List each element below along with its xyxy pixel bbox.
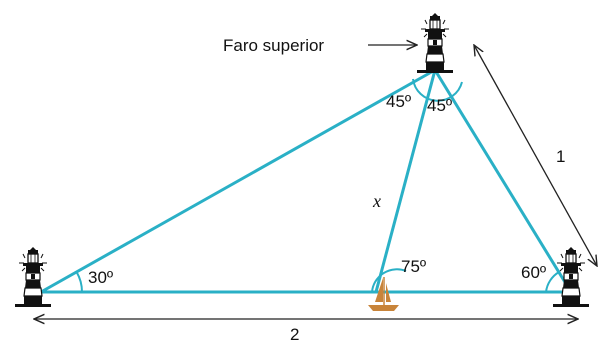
angle-arc-left xyxy=(75,271,83,293)
lighthouse-icon xyxy=(552,246,590,308)
distance-arrow-right xyxy=(474,45,597,266)
angle-label-top-right: 45º xyxy=(427,96,452,115)
angle-label-right: 60º xyxy=(521,263,546,282)
angle-arc-right xyxy=(545,271,560,293)
lighthouse-icon xyxy=(416,12,454,74)
angle-arc-top xyxy=(412,78,463,102)
triangle xyxy=(40,68,573,294)
segment-x-label: x xyxy=(372,191,381,211)
angle-arc-boat xyxy=(371,268,407,293)
distance-label-base: 2 xyxy=(290,325,299,344)
lighthouse-icon xyxy=(14,246,52,308)
distance-label-right: 1 xyxy=(556,147,565,166)
triangle-side-left xyxy=(40,68,436,294)
angle-label-boat: 75º xyxy=(401,257,426,276)
segment-x-line xyxy=(374,69,437,293)
angle-label-top-left: 45º xyxy=(386,92,411,111)
sailboat-icon xyxy=(368,277,399,311)
angle-label-left: 30º xyxy=(88,268,113,287)
top-lighthouse-label: Faro superior xyxy=(223,36,324,55)
triangle-side-right xyxy=(433,69,573,293)
